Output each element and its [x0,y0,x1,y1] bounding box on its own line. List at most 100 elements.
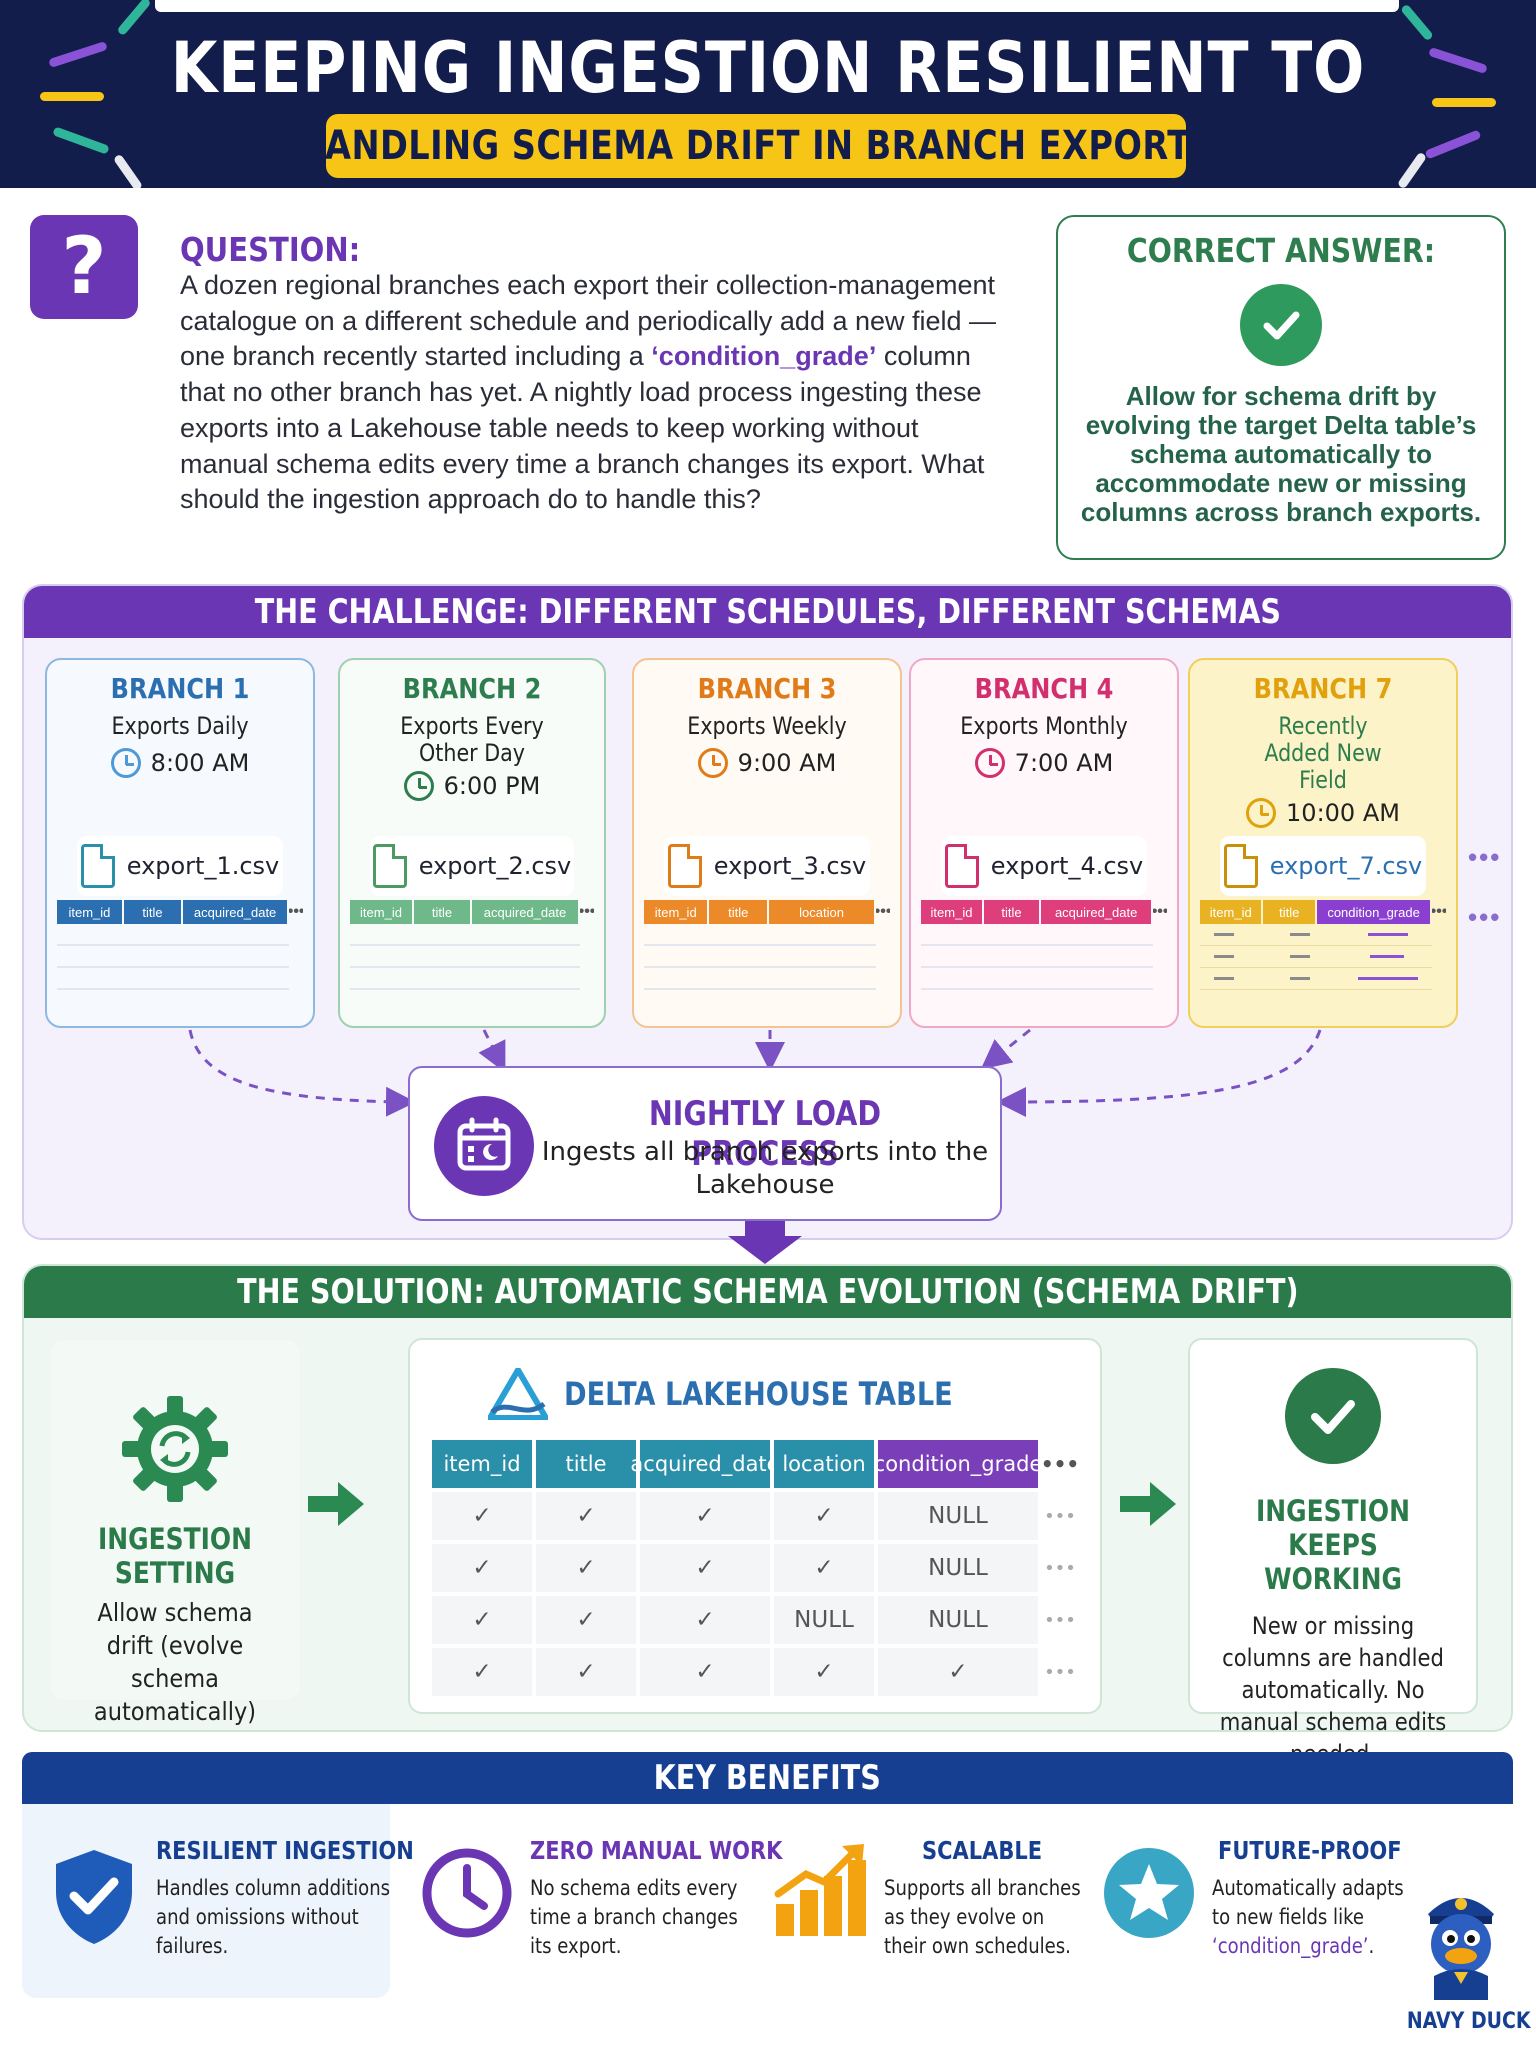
more-columns: ••• [1044,1609,1076,1631]
table-cell: ✓ [640,1492,770,1540]
column-header: acquired_date [472,900,578,924]
answer-label: CORRECT ANSWER: [1126,231,1436,270]
table-cell: ✓ [640,1596,770,1644]
brand-name: NAVY DUCK [1406,2009,1531,2034]
calendar-icon [434,1096,534,1196]
solution-title: THE SOLUTION: AUTOMATIC SCHEMA EVOLUTION… [236,1272,1299,1312]
file-icon [372,844,407,888]
header-top-strip [155,0,1399,12]
branch-file: export_4.csv [990,852,1144,880]
branch-preview-table: item_id title acquired_date ••• [57,900,303,990]
branch-schedule: Exports Daily [111,712,249,740]
table-row [57,924,289,946]
branch-card-4: BRANCH 4 Exports Monthly 7:00 AM export_… [909,658,1179,1028]
branch-name: BRANCH 2 [402,672,542,705]
more-columns: ••• [289,903,303,920]
table-row [1200,946,1432,968]
table-cell: NULL [878,1492,1038,1540]
question-label: QUESTION: [180,230,361,269]
clock-icon [697,748,728,778]
table-row [1200,924,1432,946]
clock-icon [1246,798,1277,828]
column-header: title [123,900,181,924]
table-cell: ✓ [536,1492,636,1540]
branch-time: 10:00 AM [1286,799,1400,827]
more-columns: ••• [580,903,594,920]
column-header: item_id [432,1440,532,1488]
table-cell: ✓ [432,1648,532,1696]
branch-card-1: BRANCH 1 Exports Daily 8:00 AM export_1.… [45,658,315,1028]
branch-name: BRANCH 7 [1253,672,1393,705]
branch-time: 8:00 AM [150,749,250,777]
table-cell: NULL [878,1544,1038,1592]
more-columns: ••• [1040,1452,1080,1476]
nightly-load-card: NIGHTLY LOAD PROCESS Ingests all branch … [408,1066,1002,1221]
solution-header: THE SOLUTION: AUTOMATIC SCHEMA EVOLUTION… [24,1266,1511,1318]
nightly-title: NIGHTLY LOAD PROCESS [648,1094,882,1174]
branch-time: 9:00 AM [737,749,837,777]
flow-connectors [188,1028,1322,1264]
more-columns: ••• [1044,1505,1076,1527]
header-banner: KEEPING INGESTION RESILIENT TO CHANGE HA… [0,0,1536,188]
shield-check-icon [56,1850,132,1944]
table-cell: ✓ [432,1492,532,1540]
branch-time: 6:00 PM [443,772,541,800]
arrow-right-icon [1120,1482,1176,1526]
table-row [350,924,580,946]
challenge-header: THE CHALLENGE: DIFFERENT SCHEDULES, DIFF… [24,586,1511,638]
branch-name: BRANCH 3 [697,672,837,705]
benefit-line: their own schedules. [884,1934,1071,1958]
setting-title: INGESTION SETTING [98,1522,252,1590]
more-columns-indicator: ••• [1468,902,1502,932]
branch-schedule: Exports Monthly [960,712,1128,740]
branch-file: export_2.csv [418,852,572,880]
benefit-line: as they evolve on [884,1905,1045,1929]
column-header: item_id [350,900,412,924]
file-icon [667,844,702,888]
more-columns: ••• [876,903,890,920]
branch-name: BRANCH 4 [974,672,1114,705]
branch-schedule: Recently Added New Field [1264,712,1382,794]
column-header: item_id [57,900,122,924]
file-icon [944,844,979,888]
column-header: location [768,900,875,924]
table-cell: ✓ [536,1596,636,1644]
more-columns: ••• [1432,903,1446,920]
table-cell: ✓ [432,1544,532,1592]
benefit-highlight: ‘condition_grade’ [1212,1934,1369,1958]
question-text-end: column that no other branch has yet. A n… [180,341,985,515]
table-row [921,968,1153,990]
table-cell: ✓ [878,1648,1038,1696]
benefit-line: its export. [530,1934,622,1958]
arrow-right-icon [308,1482,364,1526]
decor-ray [1432,98,1496,107]
benefit-title: RESILIENT INGESTION [156,1836,414,1865]
benefits-title: KEY BENEFITS [653,1758,882,1798]
file-icon [80,844,115,888]
question-text: A dozen regional branches each export th… [180,268,1000,518]
table-header-row: item_id title acquired_date location con… [432,1440,1080,1488]
benefit-title: FUTURE-PROOF [1218,1836,1402,1865]
benefit-future-proof: FUTURE-PROOF Automatically adapts to new… [1212,1806,1404,1996]
branch-time: 7:00 AM [1014,749,1114,777]
branch-schedule: Exports Every Other Day [400,712,544,767]
clock-icon [974,748,1005,778]
delta-table-title: DELTA LAKEHOUSE TABLE [564,1375,954,1413]
table-row [644,968,876,990]
column-header: item_id [921,900,982,924]
more-columns: ••• [1044,1557,1076,1579]
column-header-new: condition_grade [874,1440,1042,1488]
table-cell: ✓ [536,1648,636,1696]
table-row: ✓ ✓ ✓ ✓ NULL ••• [432,1544,1078,1592]
subtitle-banner: HANDLING SCHEMA DRIFT IN BRANCH EXPORTS [297,114,1215,178]
benefit-line: Automatically adapts [1212,1876,1404,1900]
clock-icon [110,748,141,778]
table-cell: NULL [774,1596,874,1644]
branch-card-2: BRANCH 2 Exports Every Other Day 6:00 PM… [338,658,606,1028]
table-cell: ✓ [640,1544,770,1592]
table-row [350,946,580,968]
column-header: title [983,900,1040,924]
growth-chart-icon [774,1844,866,1936]
branch-preview-table: item_id title location ••• [644,900,890,990]
ingestion-result-card: INGESTION KEEPS WORKING New or missing c… [1188,1338,1478,1768]
